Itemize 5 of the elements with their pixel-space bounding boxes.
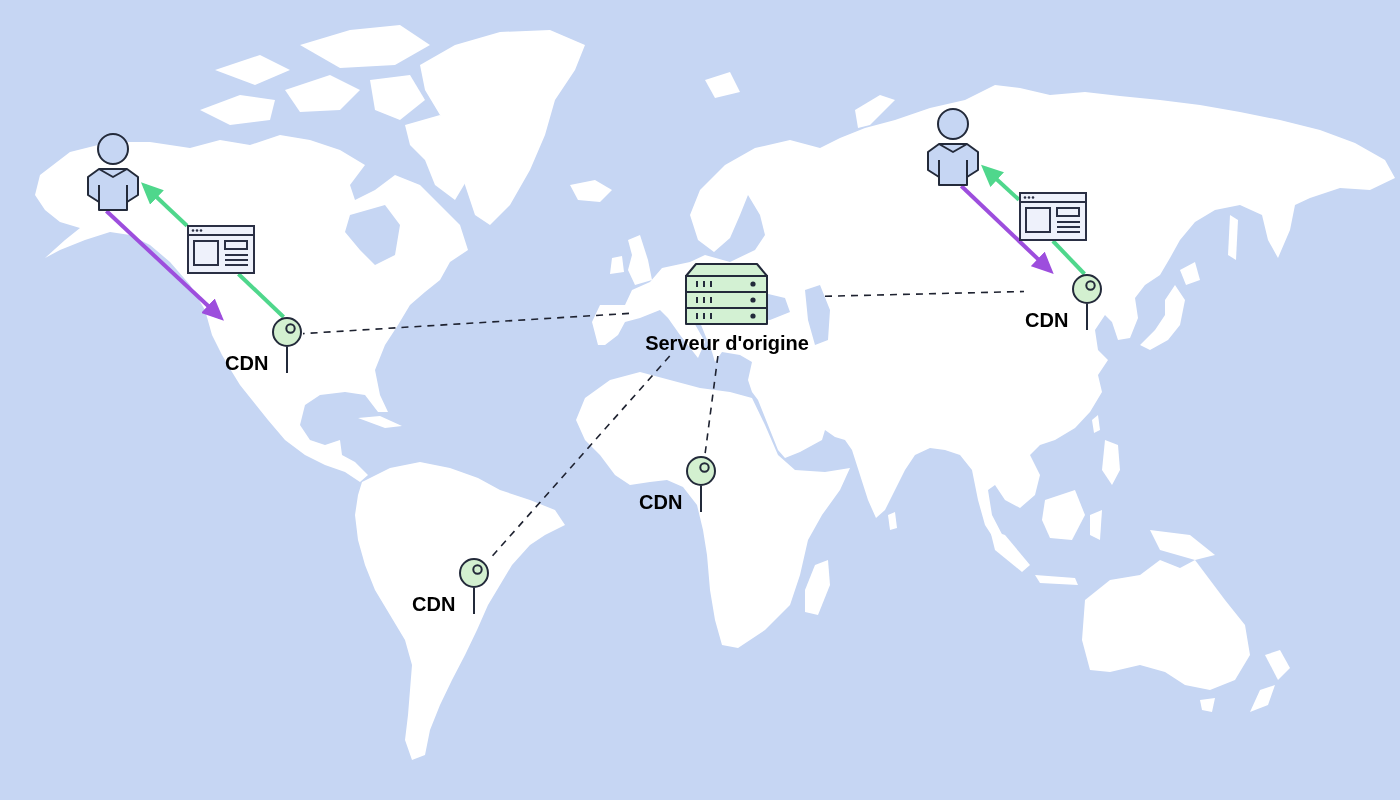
server-label: Serveur d'origine xyxy=(645,332,809,354)
pin-label: CDN xyxy=(1025,309,1069,331)
pin-label: CDN xyxy=(412,593,456,615)
pin-label: CDN xyxy=(225,352,269,374)
pin-label: CDN xyxy=(639,491,683,513)
